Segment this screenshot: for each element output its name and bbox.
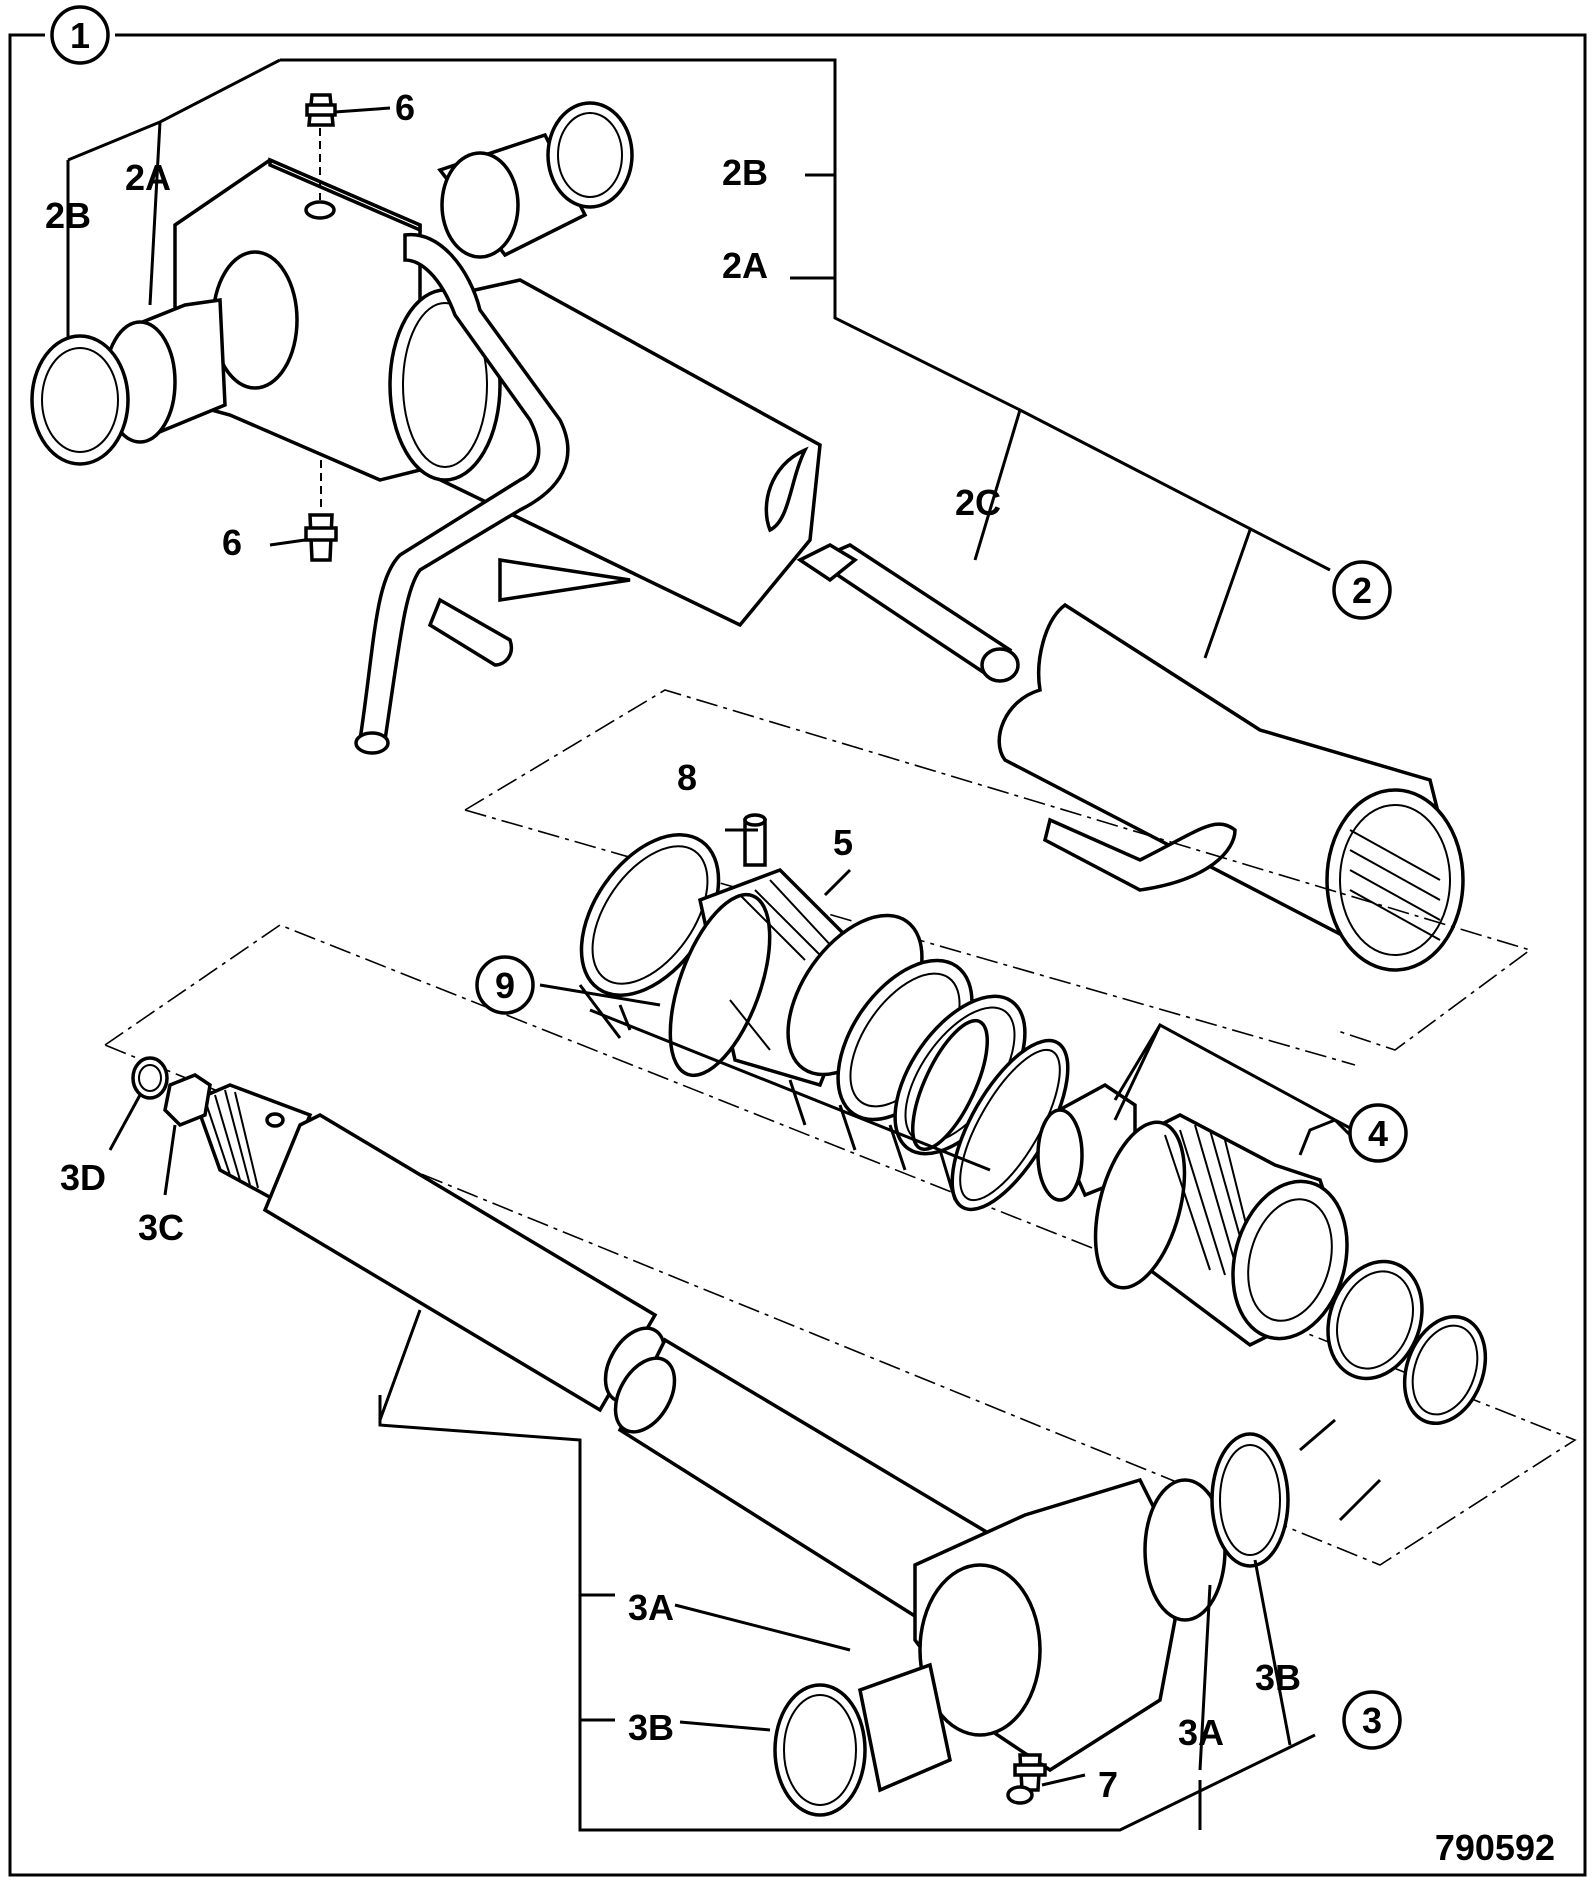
grease-nipple-bottom [304,460,338,562]
label-2B-right: 2B [722,152,768,193]
callout-9: 9 [475,955,535,1015]
svg-text:1: 1 [70,15,90,56]
callout-3: 3 [1342,1690,1402,1750]
label-5: 5 [833,822,853,863]
grease-nipple-7 [1006,1753,1047,1805]
label-2A-left: 2A [125,157,171,198]
label-3B-left: 3B [628,1707,674,1748]
pin-8 [743,813,767,867]
label-3A-left: 3A [628,1587,674,1628]
label-2B-left: 2B [45,195,91,236]
leader-lines [108,106,1382,1832]
label-6-top: 6 [395,87,415,128]
label-6-bottom: 6 [222,522,242,563]
barrel-assembly [30,101,822,755]
assembly-outline-lower [104,924,1577,1566]
nut-3C [163,1073,212,1128]
svg-text:2: 2 [1352,570,1372,611]
part-2C-tube [796,543,1020,683]
svg-text:3: 3 [1362,1700,1382,1741]
gland-4 [1036,1082,1488,1426]
svg-text:9: 9 [495,965,515,1006]
callout-2: 2 [1332,560,1392,620]
label-3D: 3D [60,1157,106,1198]
label-7: 7 [1098,1764,1118,1805]
frame-border [8,33,1587,1877]
barrel-end [997,602,1465,972]
ring-3D [131,1056,169,1100]
label-8: 8 [677,757,697,798]
svg-text:4: 4 [1368,1113,1388,1154]
label-2C: 2C [955,482,1001,523]
drawing-number: 790592 [1435,1827,1555,1868]
label-3C: 3C [138,1207,184,1248]
label-2A-right: 2A [722,245,768,286]
piston-rod-assembly [192,1083,1290,1817]
callout-4: 4 [1348,1103,1408,1163]
assembly-outline-upper [464,689,1532,1051]
bracket-1 [280,58,1331,572]
grease-nipple-top [304,93,337,220]
label-3B-right: 3B [1255,1657,1301,1698]
callout-1: 1 [50,5,110,65]
label-3A-right: 3A [1178,1712,1224,1753]
